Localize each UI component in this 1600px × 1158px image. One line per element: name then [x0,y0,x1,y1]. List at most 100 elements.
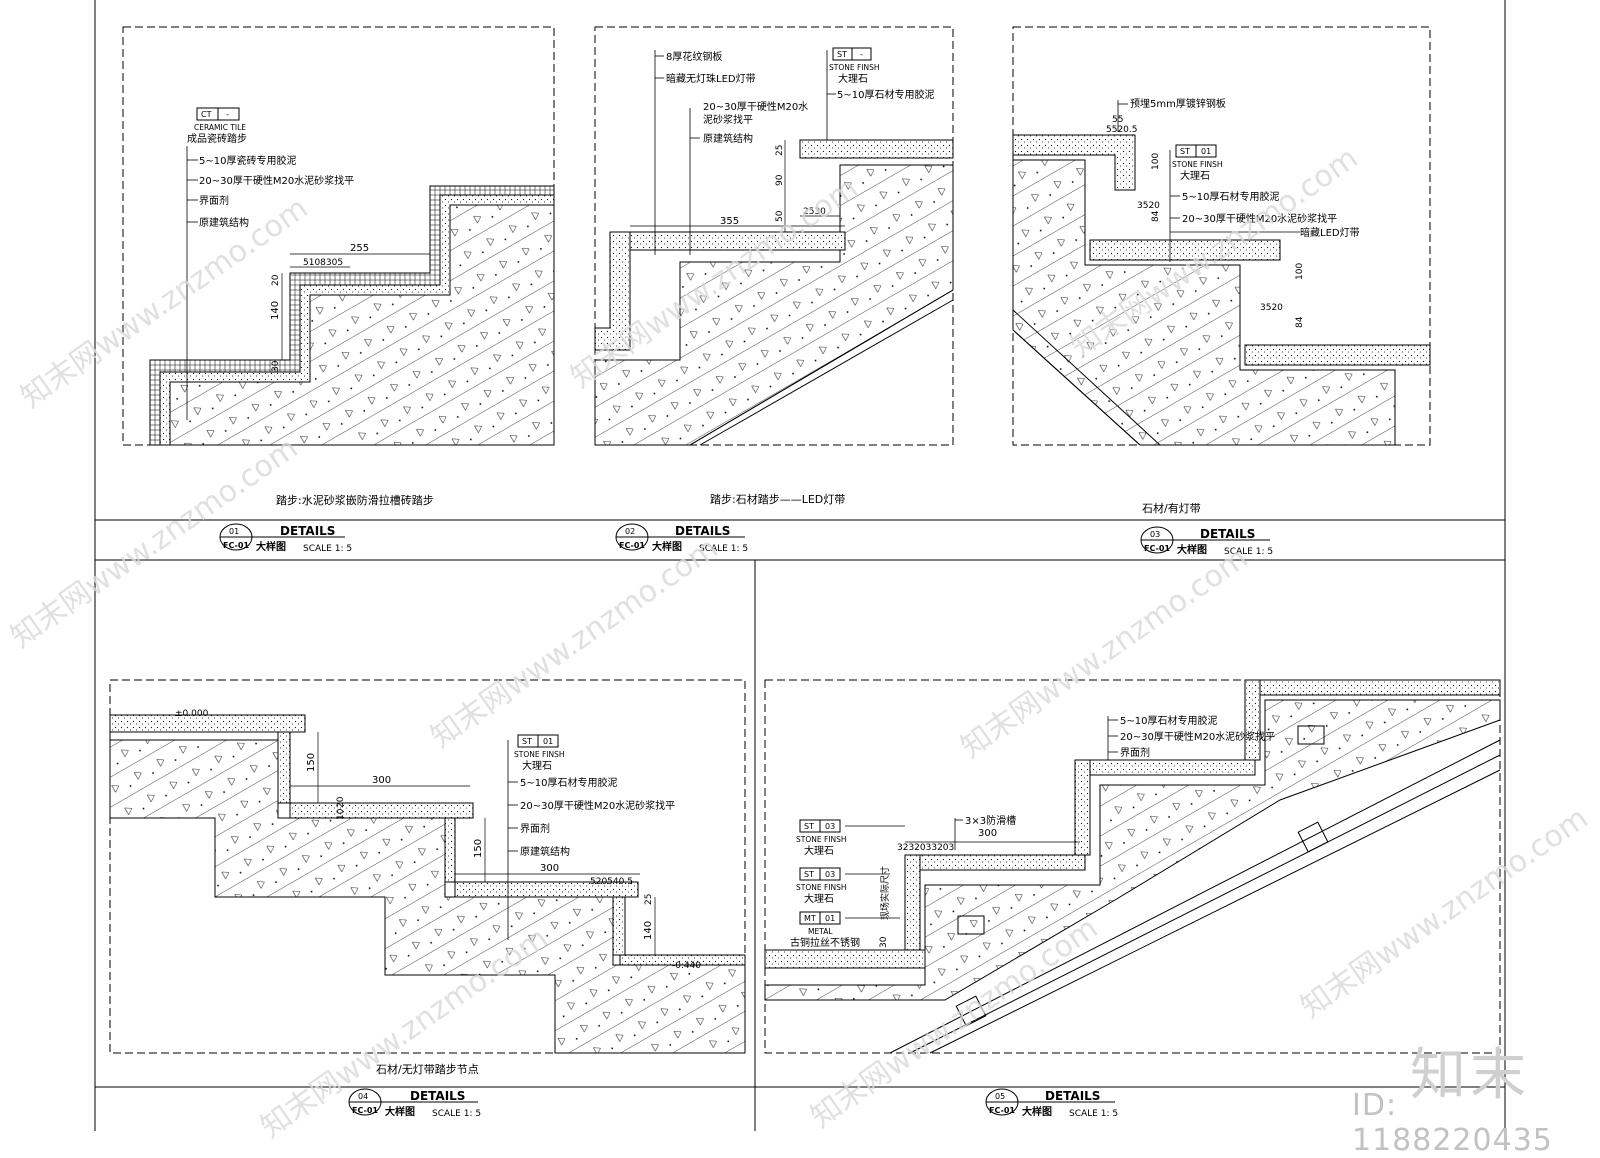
id-text: ID: 1188220435 [1352,1088,1553,1158]
tag-label-en: STONE FINSH [829,63,880,72]
detail-subtitle: 大样图 [256,540,286,553]
tag-code: ST [522,737,532,746]
dim-140: 140 [643,921,654,940]
tag-label-cn: 大理石 [804,892,834,905]
level-top: ±0.000 [175,709,209,719]
tag-code: ST [1180,147,1190,156]
tag-dash: - [226,110,229,119]
note-3: 界面剂 [520,822,550,835]
note-1: 5~10厚石材专用胶泥 [1120,714,1217,727]
stone-treads [109,714,746,966]
tag-label-cn: 大理石 [804,844,834,857]
tag-stone: ST - STONE FINSH 大理石 [829,47,880,85]
drawing-sheet: CT - CERAMIC TILE 成品瓷砖踏步 5~10厚瓷砖专用胶泥 20~… [94,0,1506,1131]
tag-label-cn: 大理石 [1180,169,1210,182]
stone-riser [594,231,631,351]
tag-label-en: METAL [808,927,833,936]
level-bottom: -0.440 [672,961,701,971]
note-1: 5~10厚石材专用胶泥 [1182,190,1279,203]
dim-10: 10 [336,808,346,820]
sheet-frame [94,0,1506,1131]
brand-watermark: 知末 [1410,1043,1530,1108]
note-2: 20~30厚干硬性M20水泥砂浆找平 [1182,212,1337,225]
detail-subtitle: 大样图 [1022,1105,1052,1118]
tag-code: ST [804,870,814,879]
tag-label-en: STONE FINSH [796,883,847,892]
dim-25: 25 [775,145,785,156]
tag-dash: 01 [1201,147,1211,156]
detail-title: DETAILS [675,524,730,538]
caption: 踏步:水泥砂浆嵌防滑拉槽砖踏步 [276,493,434,507]
note-anti-slip: 3×3防滑槽 [965,814,1016,827]
tag-label-en: STONE FINSH [1172,160,1223,169]
leader-lines [1117,100,1300,262]
tag-label-cn: 大理石 [838,72,868,85]
tag-dash: 03 [825,822,835,831]
tag-stone-2: ST 03 STONE FINSH 大理石 [796,867,847,905]
note-2: 20~30厚干硬性M20水泥砂浆找平 [1120,730,1275,743]
dim-84-a: 84 [1151,210,1161,222]
detail-05: ST 03 STONE FINSH 大理石 ST 03 STONE FINSH … [764,679,1501,1054]
tag-stone: ST 01 STONE FINSH 大理石 [1172,144,1223,182]
detail-title: DETAILS [1045,1089,1100,1103]
detail-01: CT - CERAMIC TILE 成品瓷砖踏步 5~10厚瓷砖专用胶泥 20~… [122,26,555,507]
leader-lines [845,716,1118,919]
detail-scale: SCALE 1: 5 [699,544,748,554]
dim-90: 90 [775,174,785,186]
stone-treads [764,679,1501,969]
detail-ref: FC-01 [223,541,249,550]
ceramic-tile-layer [149,185,555,446]
note-1: 5~10厚石材专用胶泥 [837,88,934,101]
caption: 踏步:石材踏步——LED灯带 [710,492,845,506]
tag-label-en: CERAMIC TILE [194,123,246,132]
tag-label-cn: 大理石 [522,759,552,772]
dim-30: 30 [271,360,281,372]
tag-metal: MT 01 METAL 古铜拉丝不锈钢 [790,911,860,949]
detail-subtitle: 大样图 [1177,543,1207,556]
note-left-1: 8厚花纹钢板 [666,50,722,63]
note-1: 5~10厚瓷砖专用胶泥 [199,154,296,167]
note-2: 20~30厚干硬性M20水泥砂浆找平 [199,174,354,187]
dimensions [630,140,845,232]
mortar-risers [277,731,626,956]
note-4: 原建筑结构 [199,216,249,229]
caption: 石材/有灯带 [1142,501,1201,515]
detail-number: 03 [1150,530,1160,539]
note-1: 5~10厚石材专用胶泥 [520,776,617,789]
tag-label-cn: 古铜拉丝不锈钢 [790,936,860,949]
title-block-02: 02 FC-01 DETAILS 大样图 SCALE 1: 5 [615,523,748,554]
tag-stone-1: ST 03 STONE FINSH 大理石 [796,819,847,857]
dim-300-b: 300 [540,863,559,874]
tag-code: CT [201,110,212,119]
dim-100-a: 100 [1151,153,1161,170]
dim-100-b: 100 [1295,263,1305,280]
dim-150-b: 150 [473,839,484,858]
title-block-01: 01 FC-01 DETAILS 大样图 SCALE 1: 5 [219,523,352,554]
dim-20: 20 [271,274,281,286]
dim-3520-a: 3520 [1137,201,1160,211]
note-3: 界面剂 [1120,746,1150,759]
detail-ref: FC-01 [1144,544,1170,553]
dim-150-a: 150 [306,753,317,772]
title-block-04: 04 FC-01 DETAILS 大样图 SCALE 1: 5 [348,1088,481,1119]
note-4: 原建筑结构 [520,845,570,858]
dim-300: 300 [978,828,997,839]
detail-ref: FC-01 [352,1106,378,1115]
dim-3520-b: 3520 [1260,303,1283,313]
dim-55: 55 [1112,115,1123,125]
detail-02: ST - STONE FINSH 大理石 8厚花纹钢板 暗藏无灯珠LED灯带 2… [594,26,954,506]
tag-dash: 03 [825,870,835,879]
stone-middle [1089,239,1281,261]
detail-number: 05 [995,1092,1005,1101]
tag-dash: 01 [543,737,553,746]
tag-label-en: STONE FINSH [796,835,847,844]
leader-lines [186,146,198,420]
tag-ceramic-tile: CT - CERAMIC TILE 成品瓷砖踏步 [187,107,247,145]
note-3: 暗藏LED灯带 [1300,226,1360,239]
detail-title: DETAILS [410,1089,465,1103]
detail-03: ST 01 STONE FINSH 大理石 预埋5mm厚镀锌钢板 5~10厚石材… [1012,26,1431,515]
detail-number: 01 [229,527,239,536]
detail-title: DETAILS [1200,527,1255,541]
stone-lower [1244,344,1431,366]
detail-scale: SCALE 1: 5 [1224,547,1273,557]
